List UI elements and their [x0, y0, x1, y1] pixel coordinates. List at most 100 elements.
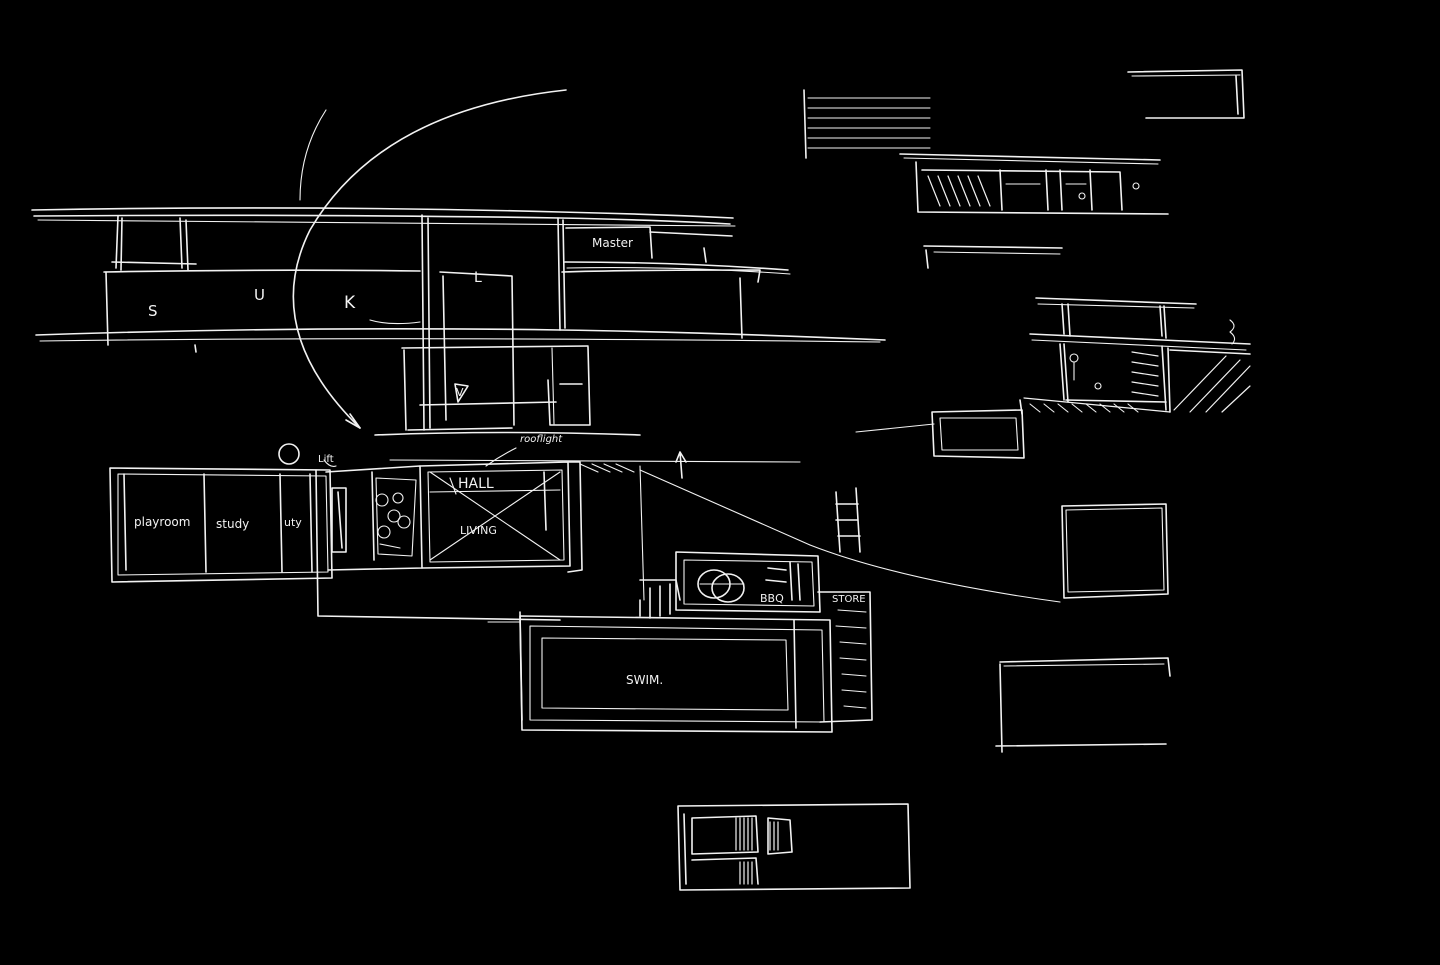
basement-left: [403, 349, 407, 431]
basement-right-inner: [551, 347, 555, 425]
square-box-outer: [1061, 503, 1169, 599]
bbq-box-outer: [675, 551, 821, 613]
lift-circle-icon: [278, 443, 300, 465]
roof-line-1: [31, 207, 734, 219]
elevation-walls: [999, 169, 1093, 211]
col-tick-1: [194, 344, 197, 353]
sect2-roof-2: [1037, 303, 1195, 309]
pool-outer: [519, 615, 833, 733]
sect2-basement-floor: [1065, 399, 1167, 403]
sketch-box-top-right-wall: [1235, 75, 1239, 115]
hall-tick: [449, 477, 457, 495]
sect2-ground-line: [1169, 349, 1251, 355]
label-living: LIVING: [460, 524, 497, 537]
stair-circle-3: [377, 525, 391, 539]
label-swim: SWIM.: [626, 673, 663, 687]
pool-mid: [529, 625, 825, 723]
elevation-roof-2: [903, 157, 1159, 165]
wall-right-2: [562, 219, 566, 329]
bracket-top: [999, 657, 1171, 677]
label-study: study: [216, 517, 249, 531]
stair-tread: [379, 543, 401, 549]
upper-wall-1: [115, 215, 119, 269]
steps-left: [639, 579, 681, 619]
detail-hatch-3: [769, 821, 779, 851]
sect2-figure-2: [1094, 382, 1102, 390]
sect2-basement-slab: [1023, 397, 1171, 413]
wing-left-wall-3: [279, 473, 283, 573]
pool-right-edge: [793, 619, 797, 729]
square-box-inner: [1065, 507, 1165, 593]
label-hall: HALL: [458, 476, 494, 492]
sect2-pool-step: [1019, 399, 1023, 415]
roof-overhang-line: [389, 459, 801, 463]
bracket-wall: [999, 663, 1003, 753]
sect2-lower-wall-r: [1161, 345, 1171, 413]
detail-hatch-1: [735, 817, 753, 851]
ground-floor-plan: [109, 443, 1061, 733]
living-hall-line: [429, 489, 561, 493]
stair-circle-1: [375, 493, 389, 507]
sect2-pool-outer: [931, 409, 1025, 459]
pool-left-edge: [519, 611, 523, 721]
label-utility: uty: [284, 516, 302, 529]
wall-mid-2: [427, 217, 431, 429]
elevation-roof-1: [899, 153, 1161, 161]
bracket-bottom: [995, 743, 1167, 747]
sect2-ground-ext: [855, 423, 935, 433]
wing-left-wall-4: [309, 473, 313, 573]
detail-box-upper: [691, 815, 759, 855]
bbq-circle-2: [711, 573, 745, 603]
sect2-ground-hatch: [1173, 355, 1251, 413]
label-u: U: [254, 286, 265, 304]
master-box: [565, 226, 653, 259]
wing-left-inner: [117, 473, 329, 576]
entry-box: [325, 465, 423, 571]
k-arrow: [369, 319, 421, 325]
living-right-wall: [543, 471, 547, 531]
roof-line-2: [33, 214, 731, 225]
label-master: Master: [592, 236, 633, 250]
upper-wall-2b: [185, 219, 189, 271]
label-playroom: playroom: [134, 515, 190, 529]
wing-left-wall-2: [203, 473, 207, 573]
roof-line-3: [37, 219, 736, 227]
label-v: V: [456, 386, 464, 399]
sketch-box-top-right-line: [1131, 74, 1241, 77]
detail-box-lower: [691, 857, 759, 885]
label-k: K: [344, 293, 356, 313]
floor-line-1: [35, 327, 886, 341]
under-line: [374, 431, 641, 436]
sect2-floor-2: [1031, 339, 1247, 351]
long-leader-line: [809, 544, 1061, 603]
curved-arrow: [292, 89, 567, 429]
elevation-hatch: [927, 175, 991, 207]
curve-second-stroke: [299, 109, 327, 201]
sketch-box-top-right: [1127, 69, 1245, 119]
elevation-outline: [915, 161, 1169, 215]
store-outline: [817, 591, 873, 723]
wing-left-outer: [109, 467, 333, 583]
lift-box-1-inner: [337, 491, 343, 549]
elevation-inner: [921, 169, 1123, 211]
balcony-line: [561, 269, 761, 283]
elevation-figure-2: [1132, 182, 1140, 190]
upper-wall-2: [179, 217, 183, 269]
stair-circle-4: [392, 492, 404, 504]
stair-circle-2: [387, 509, 401, 523]
basement-right-box: [547, 346, 591, 426]
bbq-box-inner: [683, 559, 815, 607]
label-bbq: BBQ: [760, 592, 784, 605]
upper-wall-1b: [120, 217, 123, 271]
wing-left-wall-1: [123, 473, 127, 571]
stair-wall: [371, 471, 375, 561]
label-s: S: [148, 302, 158, 320]
lift-box-1: [331, 487, 347, 553]
sect2-upper-wall-l: [1061, 303, 1071, 337]
right-sketches: [803, 69, 1251, 753]
sect2-wall-hatch: [1131, 351, 1159, 397]
floor-line-2: [39, 338, 881, 343]
detail-outer: [677, 803, 911, 891]
pool-inner: [541, 637, 789, 711]
